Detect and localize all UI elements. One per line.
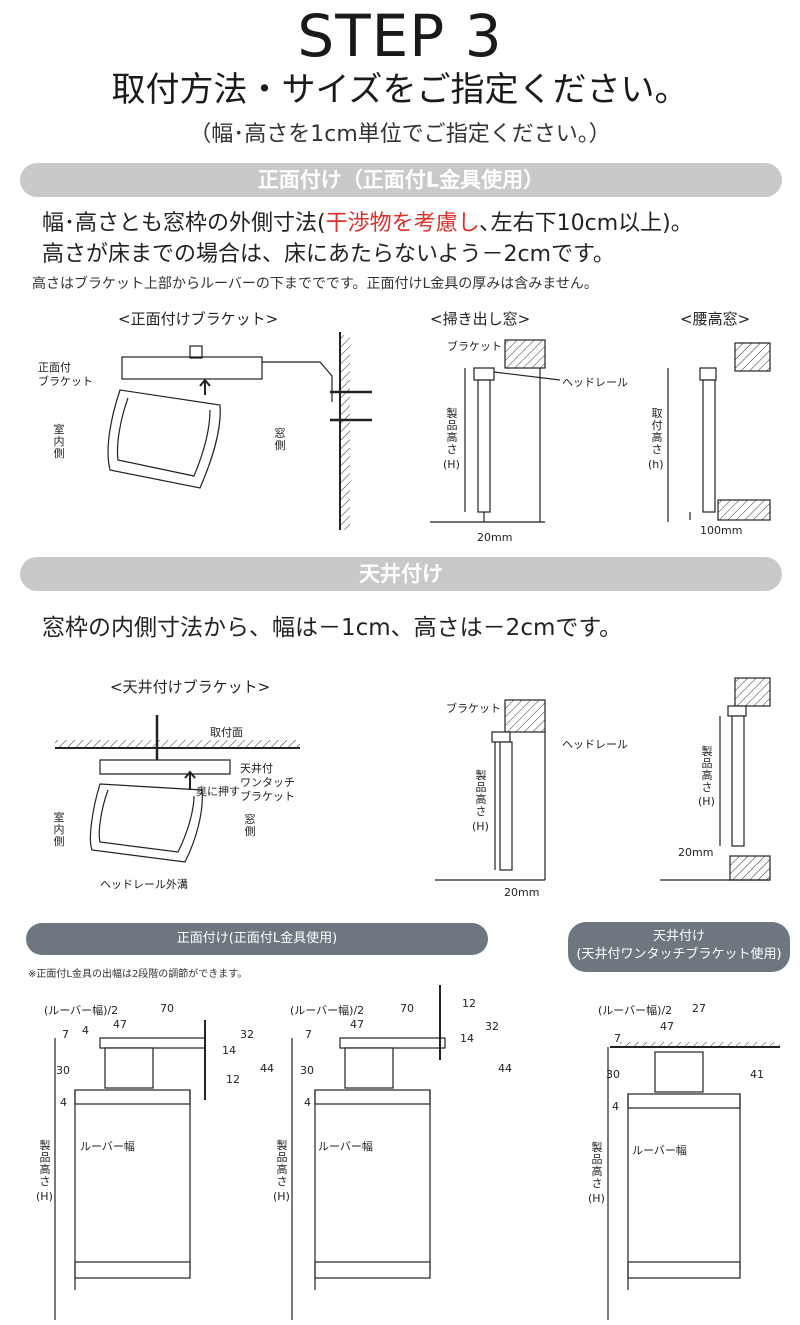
d3-30: 30 — [606, 1068, 620, 1081]
d3-41: 41 — [750, 1068, 764, 1081]
ceiling-room-side-label: 室内側 — [53, 811, 65, 848]
d2-44: 44 — [498, 1062, 512, 1075]
waist-mount-height-unit: (h) — [648, 458, 664, 471]
dimension-drawing-3 — [607, 1042, 780, 1320]
ceiling-product-height-unit-b: (H) — [698, 795, 715, 808]
d1-half-width: (ルーバー幅)/2 — [44, 1004, 119, 1017]
d2-product-height-unit: (H) — [273, 1190, 290, 1203]
room-side-label: 室内側 — [53, 423, 65, 460]
instruction-text-red: 干渉物を考慮し — [325, 211, 480, 236]
d1-louver-width: ルーバー幅 — [80, 1140, 135, 1153]
page-subtitle: 取付方法・サイズをご指定ください。 — [111, 70, 689, 110]
pill-ceiling-line2: (天井付ワンタッチブラケット使用) — [576, 947, 782, 962]
sweep-product-height-label: 製品高さ — [446, 407, 458, 456]
front-mount-instruction-2: 高さが床までの場合は、床にあたらないよう－2cmです。 — [42, 242, 615, 267]
pill-front-mount: 正面付け(正面付L金具使用) — [26, 923, 488, 955]
sweep-bracket-label: ブラケット — [447, 340, 502, 353]
dimension-drawing-2 — [291, 985, 446, 1320]
d3-half-width: (ルーバー幅)/2 — [598, 1004, 673, 1017]
d3-7: 7 — [614, 1032, 621, 1045]
d1-70: 70 — [160, 1002, 174, 1015]
d3-27: 27 — [692, 1002, 706, 1015]
one-touch-bracket-label: 天井付 ワンタッチ ブラケット — [240, 762, 295, 803]
sweep-window-drawing — [430, 339, 561, 523]
d1-7: 7 — [62, 1028, 69, 1041]
step-title: STEP 3 — [297, 2, 503, 70]
d3-product-height: 製品高さ — [591, 1141, 603, 1190]
window-side-label: 窓側 — [274, 427, 286, 452]
sub-note: （幅･高さを1cm単位でご指定ください。） — [189, 122, 611, 147]
waist-mount-height-label: 取付高さ — [651, 407, 663, 456]
d1-4a: 4 — [82, 1024, 89, 1037]
mount-face-label: 取付面 — [210, 726, 243, 739]
d1-product-height: 製品高さ — [39, 1139, 51, 1188]
pill-ceiling-mount: 天井付け (天井付ワンタッチブラケット使用) — [568, 922, 790, 972]
outer-groove-label: ヘッドレール外溝 — [100, 878, 188, 891]
sweep-20mm-label: 20mm — [477, 531, 513, 544]
d1-product-height-unit: (H) — [36, 1190, 53, 1203]
sweep-product-height-unit: (H) — [443, 458, 460, 471]
waist-window-drawing — [667, 342, 771, 522]
d2-12: 12 — [462, 997, 476, 1010]
d1-4b: 4 — [60, 1096, 67, 1109]
front-mount-note: 高さはブラケット上部からルーバーの下まででです。正面付けL金具の厚みは含みません… — [32, 276, 598, 292]
section-bar-front-mount: 正面付け（正面付L金具使用） — [20, 163, 782, 197]
dimension-drawing-1 — [54, 1020, 206, 1320]
ceiling-waist-drawing — [660, 677, 771, 881]
ceiling-sweep-drawing — [435, 699, 546, 881]
d2-half-width: (ルーバー幅)/2 — [290, 1004, 365, 1017]
instruction-text-a: 幅･高さとも窓枠の外側寸法( — [42, 211, 326, 236]
waist-window-title: <腰高窓> — [680, 310, 751, 328]
d3-louver-width: ルーバー幅 — [632, 1144, 687, 1157]
d2-32: 32 — [485, 1020, 499, 1033]
d2-47: 47 — [350, 1018, 364, 1031]
d1-44: 44 — [260, 1062, 274, 1075]
d1-14: 14 — [222, 1044, 236, 1057]
ceiling-product-height-label-b: 製品高さ — [701, 745, 713, 794]
ceiling-20mm-label-a: 20mm — [504, 886, 540, 899]
d2-14: 14 — [460, 1032, 474, 1045]
sweep-window-title: <掃き出し窓> — [430, 310, 531, 328]
d1-30: 30 — [56, 1064, 70, 1077]
d1-32: 32 — [240, 1028, 254, 1041]
ceiling-20mm-label-b: 20mm — [678, 846, 714, 859]
d1-47: 47 — [113, 1018, 127, 1031]
ceiling-mount-instruction: 窓枠の内側寸法から、幅は－1cm、高さは－2cmです。 — [42, 615, 623, 641]
ceiling-headrail-label: ヘッドレール — [562, 738, 628, 751]
d3-4: 4 — [612, 1100, 619, 1113]
d2-7: 7 — [305, 1028, 312, 1041]
ceiling-bracket-small-label: ブラケット — [446, 702, 501, 715]
d3-47: 47 — [660, 1020, 674, 1033]
d2-4: 4 — [304, 1096, 311, 1109]
ceiling-window-side-label: 窓側 — [244, 813, 256, 838]
d3-product-height-unit: (H) — [588, 1192, 605, 1205]
d1-12: 12 — [226, 1073, 240, 1086]
front-mount-instruction-1: 幅･高さとも窓枠の外側寸法(干渉物を考慮し､左右下10cm以上)。 — [42, 205, 693, 237]
d2-70: 70 — [400, 1002, 414, 1015]
ceiling-product-height-unit-a: (H) — [472, 820, 489, 833]
ceiling-bracket-drawing — [55, 715, 300, 863]
ceiling-bracket-title: <天井付けブラケット> — [110, 678, 271, 696]
front-bracket-label: 正面付 ブラケット — [38, 361, 93, 388]
pill-ceiling-line1: 天井付け — [652, 929, 705, 944]
waist-100mm-label: 100mm — [700, 524, 743, 537]
d2-30: 30 — [300, 1064, 314, 1077]
d2-louver-width: ルーバー幅 — [318, 1140, 373, 1153]
ceiling-product-height-label-a: 製品高さ — [475, 769, 487, 818]
instruction-text-b: ､左右下10cm以上)。 — [479, 211, 693, 236]
push-back-label: 奥に押す — [196, 785, 240, 798]
front-bracket-drawing — [107, 332, 372, 530]
sweep-headrail-label: ヘッドレール — [562, 376, 628, 389]
d2-product-height: 製品高さ — [276, 1139, 288, 1188]
footnote: ※正面付L金具の出幅は2段階の調節ができます。 — [28, 969, 248, 980]
front-bracket-title: <正面付けブラケット> — [118, 310, 279, 328]
section-bar-ceiling-mount: 天井付け — [20, 557, 782, 591]
